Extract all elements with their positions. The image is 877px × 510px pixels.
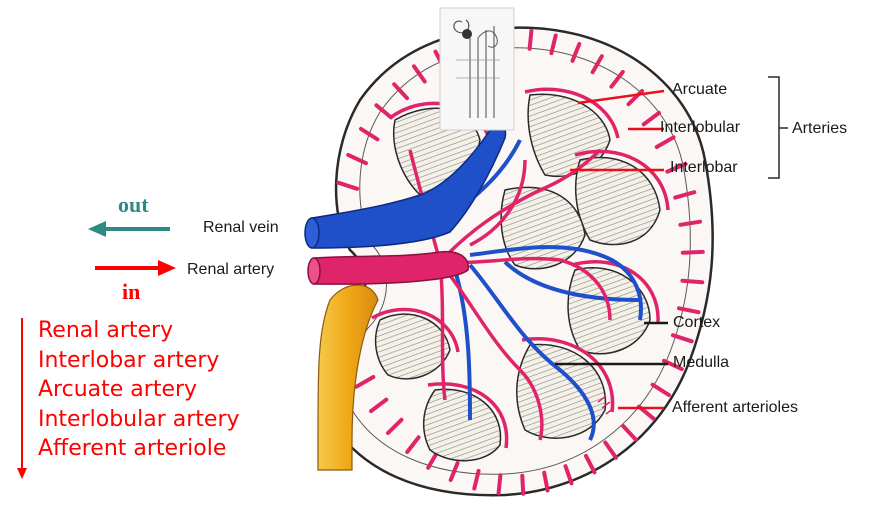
- interlobular-artery-segment: [386, 417, 404, 435]
- interlobular-artery-segment: [496, 473, 503, 496]
- interlobular-artery-segment: [527, 28, 534, 51]
- interlobular-artery-segment: [677, 306, 701, 315]
- renal-artery-opening: [307, 257, 321, 285]
- flow-sequence-list: Renal artery Interlobar artery Arcuate a…: [38, 316, 240, 464]
- interlobular-artery-segment: [412, 64, 427, 84]
- arteries-label: Arteries: [792, 120, 848, 137]
- interlobular-artery-segment: [609, 70, 625, 89]
- afferent-arteriole-marks: [597, 395, 615, 415]
- sequence-item: Afferent arteriole: [38, 436, 227, 461]
- interlobular-artery-segment: [670, 333, 694, 344]
- interlobular-artery-segment: [542, 470, 550, 493]
- out-label: out: [118, 192, 149, 217]
- interlobular-artery-segment: [584, 453, 597, 475]
- interlobular-artery-segment: [405, 435, 421, 454]
- interlobular-artery-segment: [678, 219, 703, 227]
- interlobular-artery-segment: [520, 473, 526, 496]
- sequence-item: Interlobular artery: [38, 406, 240, 432]
- interlobular-artery-segment: [570, 42, 582, 63]
- interlobular-artery-segment: [650, 382, 671, 398]
- interlobular-artery-segment: [641, 110, 661, 127]
- out-arrow: [88, 221, 170, 237]
- interlobular-artery-segment: [392, 82, 409, 101]
- sequence-arrow: [17, 318, 27, 479]
- interlobular-artery-segment: [472, 468, 481, 491]
- renal-artery-label: Renal artery: [187, 261, 275, 278]
- interlobular-artery-segment: [680, 249, 705, 255]
- interlobular-artery-segment: [654, 135, 676, 149]
- renal-vein-opening: [304, 217, 320, 249]
- medulla-label: Medulla: [673, 354, 730, 371]
- interlobular-artery-segment: [680, 278, 705, 285]
- cortex-label: Cortex: [673, 314, 721, 331]
- interlobular-artery-segment: [665, 162, 688, 174]
- interlobular-artery-segment: [621, 423, 638, 442]
- interlobar-arteries: [408, 148, 612, 441]
- interlobular-artery-segment: [346, 152, 368, 166]
- renal-vein-label: Renal vein: [203, 219, 279, 236]
- interlobular-artery-segment: [590, 54, 604, 75]
- sequence-item: Renal artery: [38, 318, 174, 343]
- interlobular-artery-segment: [563, 464, 574, 486]
- label-pointers: [570, 89, 665, 410]
- interlobular-artery-segment: [673, 190, 697, 200]
- in-arrow: [95, 260, 176, 276]
- renal-artery-trunk: [313, 250, 469, 285]
- interlobular-artery-segment: [359, 126, 380, 142]
- interlobular-artery-segment: [354, 375, 376, 389]
- sequence-item: Arcuate artery: [38, 377, 198, 402]
- interlobular-artery-segment: [374, 103, 394, 120]
- afferent-arterioles-label: Afferent arterioles: [672, 399, 798, 416]
- interlobular-artery-segment: [662, 358, 684, 372]
- arcuate-pointer: [577, 89, 665, 105]
- in-label: in: [122, 279, 141, 304]
- interlobar-label: Interlobar: [670, 159, 738, 176]
- interlobular-artery-segment: [603, 440, 618, 460]
- interlobular-artery-segment: [369, 397, 389, 414]
- label-pointers-black: [555, 321, 668, 366]
- ureter: [317, 284, 379, 471]
- interlobular-artery-segment: [336, 180, 360, 191]
- nephron-inset-image: [439, 7, 515, 131]
- sequence-item: Interlobar artery: [38, 347, 220, 373]
- interlobular-artery-segment: [549, 33, 558, 56]
- interlobular-artery-segment: [448, 461, 460, 482]
- interlobular-label: Interlobular: [660, 119, 741, 136]
- arteries-bracket: [768, 76, 780, 179]
- arcuate-label: Arcuate: [672, 81, 728, 98]
